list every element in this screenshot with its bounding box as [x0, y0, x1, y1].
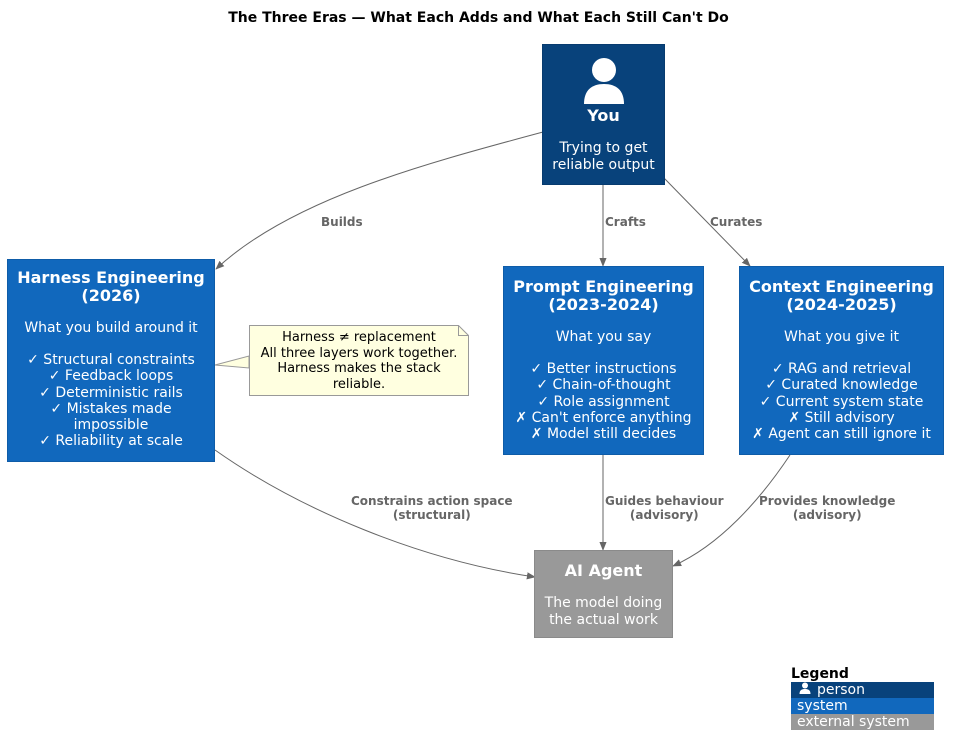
edge-label-provides: Provides knowledge (advisory) [759, 494, 895, 522]
harness-title: Harness Engineering [17, 268, 205, 287]
prompt-title-years: (2023-2024) [548, 295, 659, 314]
legend-label: system [797, 698, 848, 714]
context-line: ✓ Curated knowledge [765, 377, 918, 394]
prompt-line: ✗ Model still decides [530, 426, 677, 443]
edge-label-line: Guides behaviour [605, 494, 724, 508]
harness-line: ✓ Mistakes made [50, 400, 172, 417]
edge-constrains [214, 449, 536, 580]
prompt-subtitle: What you say [555, 329, 652, 345]
edge-label-constrains: Constrains action space (structural) [351, 494, 513, 522]
edge-label-line: Provides knowledge [759, 494, 896, 508]
ai-agent-node: AI Agent The model doing the actual work [534, 550, 673, 638]
prompt-line: ✓ Chain-of-thought [536, 377, 671, 394]
note-line: All three layers work together. [260, 345, 458, 361]
context-line: ✓ RAG and retrieval [771, 361, 912, 377]
person-icon [583, 58, 624, 104]
person-icon [797, 682, 813, 699]
prompt-engineering-node: Prompt Engineering (2023-2024) What you … [503, 266, 704, 455]
note-shape [249, 325, 469, 396]
context-title: Context Engineering [749, 277, 934, 296]
harness-line: ✓ Structural constraints [27, 352, 195, 368]
prompt-title: Prompt Engineering [513, 277, 694, 296]
legend-label: person [817, 682, 865, 698]
harness-line: impossible [73, 417, 149, 434]
legend-item-external-system: external system [791, 714, 934, 730]
edge-label-line: Constrains action space [351, 494, 513, 508]
harness-line: ✓ Feedback loops [48, 368, 174, 385]
prompt-line: ✓ Better instructions [530, 361, 677, 377]
context-engineering-node: Context Engineering (2024-2025) What you… [739, 266, 944, 455]
note-connector [214, 355, 250, 369]
note-line: Harness makes the stack [277, 361, 441, 376]
context-subtitle: What you give it [784, 329, 899, 345]
you-node: You Trying to get reliable output [542, 44, 665, 185]
legend-item-system: system [791, 698, 934, 714]
edge-label-guides: Guides behaviour (advisory) [605, 494, 724, 522]
you-line: reliable output [552, 157, 655, 173]
context-line: ✓ Current system state [759, 393, 924, 410]
prompt-line: ✓ Role assignment [537, 393, 670, 410]
agent-line: The model doing [544, 595, 663, 611]
legend-item-person: person [791, 682, 934, 698]
prompt-line: ✗ Can't enforce anything [515, 409, 692, 426]
legend-label: external system [797, 714, 910, 730]
legend: Legend person system external system [791, 666, 934, 730]
you-line: Trying to get [559, 140, 648, 156]
legend-title: Legend [791, 666, 849, 682]
edge-label-builds: Builds [321, 215, 363, 229]
harness-subtitle: What you build around it [24, 320, 198, 336]
harness-engineering-node: Harness Engineering (2026) What you buil… [7, 259, 215, 462]
context-title-years: (2024-2025) [786, 295, 897, 314]
harness-note: Harness ≠ replacement All three layers w… [249, 325, 469, 396]
note-line: Harness ≠ replacement [282, 330, 436, 345]
edge-builds [215, 131, 544, 270]
edge-curates [663, 177, 751, 267]
context-line: ✗ Agent can still ignore it [752, 426, 931, 443]
harness-line: ✓ Reliability at scale [39, 433, 183, 450]
note-line: reliable. [332, 376, 386, 392]
agent-line: the actual work [549, 612, 658, 628]
edge-label-line: (advisory) [629, 508, 699, 522]
edge-label-line: (advisory) [792, 508, 862, 522]
edge-label-crafts: Crafts [605, 215, 646, 229]
edge-label-curates: Curates [710, 215, 763, 229]
you-title: You [587, 106, 620, 125]
context-line: ✗ Still advisory [788, 409, 895, 426]
edge-provides [672, 454, 791, 567]
harness-line: ✓ Deterministic rails [39, 384, 183, 401]
harness-title-years: (2026) [81, 286, 141, 305]
agent-title: AI Agent [564, 561, 643, 580]
edge-label-line: (structural) [392, 508, 471, 522]
diagram-title: The Three Eras — What Each Adds and What… [228, 10, 729, 26]
